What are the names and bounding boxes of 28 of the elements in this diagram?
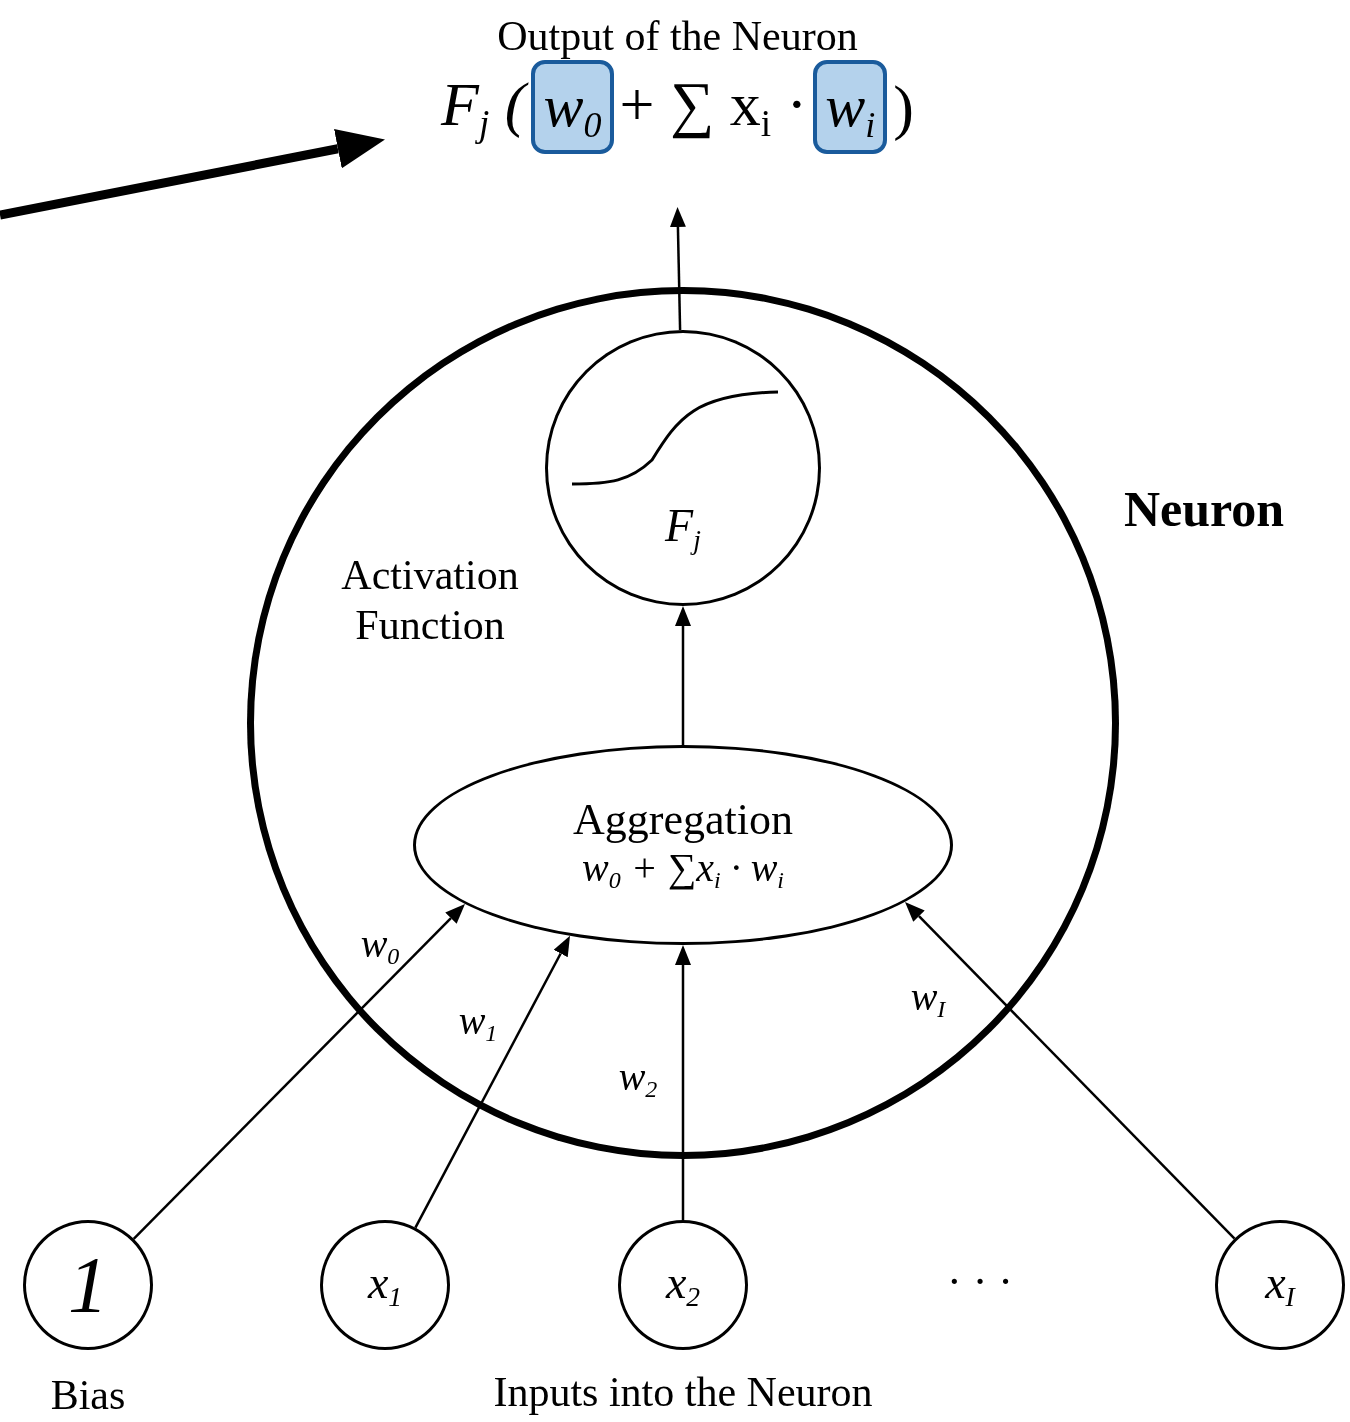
input-symbol: x$_{I}$ xyxy=(1265,1257,1295,1313)
aggregation-title: Aggregation xyxy=(573,794,793,846)
formula-text: + ∑ x$_{i}$ · xyxy=(619,68,808,146)
arrow xyxy=(675,945,691,1220)
edge-label: w$_{0}$ xyxy=(360,919,400,971)
side-label: Bias xyxy=(49,1370,127,1420)
input-symbol: x$_{2}$ xyxy=(665,1257,701,1313)
thick-arrow xyxy=(0,129,385,220)
edge-label: w$_{2}$ xyxy=(618,1052,658,1104)
input-symbol: 1 xyxy=(68,1240,108,1331)
arrow xyxy=(905,901,1236,1240)
aggregation-formula: w$_{0}$ + ∑x$_{i}$ · w$_{i}$ xyxy=(582,845,784,896)
input-symbol: x$_{1}$ xyxy=(367,1257,403,1313)
function-symbol: F$_{j}$ xyxy=(665,500,701,556)
caption-text: Inputs into the Neuron xyxy=(493,1367,873,1417)
highlight-box: w$_{i}$ xyxy=(813,60,888,155)
formula-text: ) xyxy=(893,71,914,143)
side-label: Activation Function xyxy=(340,550,520,650)
highlight-box: w$_{0}$ xyxy=(531,60,614,155)
ellipsis-dots: · · · xyxy=(947,1255,1013,1308)
output-title: Output of the Neuron xyxy=(497,12,858,61)
arrow xyxy=(669,207,686,331)
arrow xyxy=(675,606,691,745)
neuron-heading: Neuron xyxy=(1123,480,1285,539)
edge-label: w$_{I}$ xyxy=(910,972,946,1024)
arrow xyxy=(414,935,570,1229)
arrow xyxy=(132,904,465,1240)
edge-label: w$_{1}$ xyxy=(458,996,498,1048)
